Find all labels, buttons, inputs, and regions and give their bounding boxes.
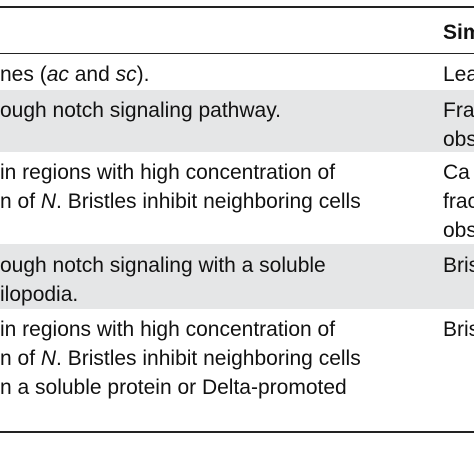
- cell-text: Bris: [443, 254, 474, 277]
- cell-text: ilopodia.: [0, 283, 79, 306]
- cell-text: n a soluble protein or Delta-promoted: [0, 376, 347, 399]
- cell-text: n of N. Bristles inhibit neighboring cel…: [0, 190, 361, 213]
- cell-text: in regions with high concentration of: [0, 318, 336, 341]
- cell-text: Lea: [443, 63, 474, 86]
- table-row: in regions with high concentration of n o…: [0, 152, 474, 244]
- cell-text: ough notch signaling pathway.: [0, 99, 281, 122]
- table-row: ough notch signaling with a soluble ilopo…: [0, 244, 474, 309]
- bottom-rule: [0, 431, 474, 433]
- cell-text: in regions with high concentration of: [0, 161, 336, 184]
- cell-text: n of N. Bristles inhibit neighboring cel…: [0, 347, 361, 370]
- top-rule: [0, 6, 474, 8]
- cell-text: Fra: [443, 99, 474, 122]
- cell-text: ough notch signaling with a soluble: [0, 254, 326, 277]
- header-col2: Sim: [443, 21, 474, 44]
- cell-text: frac: [443, 190, 474, 213]
- table-row: in regions with high concentration of n o…: [0, 309, 474, 431]
- table-row: nes (ac and sc). Lea: [0, 54, 474, 90]
- table-row: ough notch signaling pathway. Fra obs: [0, 90, 474, 152]
- cell-text: obs: [443, 219, 474, 242]
- cell-text: obs: [443, 128, 474, 151]
- cell-text: nes (ac and sc).: [0, 63, 150, 86]
- cell-text: Ca: [443, 161, 470, 184]
- cell-text: Bris: [443, 318, 474, 341]
- header-rule: [0, 53, 474, 54]
- table-header-row: Sim: [0, 8, 474, 53]
